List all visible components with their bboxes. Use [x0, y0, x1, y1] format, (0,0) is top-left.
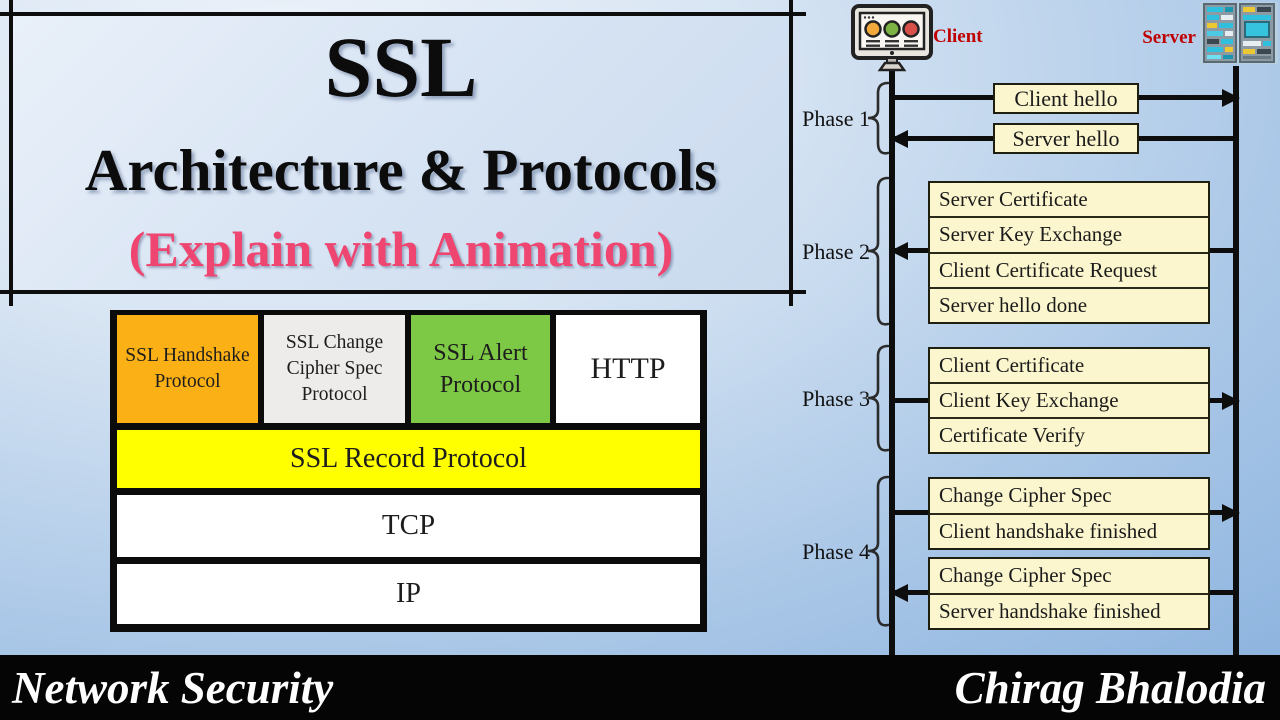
- message-text: Server hello done: [930, 286, 1208, 322]
- phase2-label: Phase 2: [802, 239, 870, 264]
- footer-bar: Network Security Chirag Bhalodia: [0, 655, 1280, 720]
- message-text: Change Cipher Spec: [939, 483, 1112, 508]
- message-group-phase4-server: Change Cipher Spec Server handshake fini…: [928, 557, 1210, 630]
- message-server-hello: Server hello: [993, 123, 1139, 154]
- footer-course-title: Network Security: [12, 663, 334, 713]
- title-main: SSL: [324, 19, 478, 115]
- server-label: Server: [1142, 27, 1196, 48]
- message-text: Certificate Verify: [930, 417, 1208, 452]
- phase1-bracket: [864, 81, 890, 162]
- message-group-phase3: Client Certificate Client Key Exchange C…: [928, 347, 1210, 454]
- message-text: Client Certificate: [939, 353, 1085, 377]
- message-text: Server Certificate: [939, 187, 1088, 212]
- message-text: Server handshake finished: [930, 592, 1208, 629]
- phase2-bracket: [864, 176, 890, 333]
- server-rack-icon: [1200, 2, 1278, 73]
- protocol-stack: SSL Handshake Protocol SSL Change Cipher…: [110, 310, 707, 632]
- title-accent: (Explain with Animation): [128, 221, 674, 277]
- client-computer-icon: [846, 4, 938, 79]
- client-label: Client: [933, 26, 983, 47]
- stack-box-http: HTTP: [556, 315, 700, 423]
- stack-box-ssl-handshake: SSL Handshake Protocol: [117, 315, 258, 423]
- title-frame-right: [789, 0, 793, 306]
- stack-box-tcp: TCP: [117, 495, 700, 557]
- message-text: Client handshake finished: [930, 512, 1208, 549]
- message-text: Client Key Exchange: [930, 382, 1208, 417]
- footer-author-name: Chirag Bhalodia: [954, 663, 1266, 713]
- message-group-phase2: Server Certificate Server Key Exchange C…: [928, 181, 1210, 324]
- server-lifeline: [1233, 66, 1239, 657]
- phase1-label: Phase 1: [802, 106, 870, 131]
- phase4-label: Phase 4: [802, 539, 870, 564]
- stack-box-ssl-record: SSL Record Protocol: [117, 430, 700, 488]
- message-group-phase4-client: Change Cipher Spec Client handshake fini…: [928, 477, 1210, 550]
- message-text: Server Key Exchange: [930, 216, 1208, 251]
- title-box-background: [11, 13, 791, 292]
- title-frame-top: [0, 12, 806, 16]
- phase3-bracket: [864, 344, 890, 459]
- message-text: Server hello: [1012, 125, 1120, 151]
- phase3-label: Phase 3: [802, 386, 870, 411]
- stack-box-ssl-alert: SSL Alert Protocol: [411, 315, 550, 423]
- client-lifeline: [889, 70, 895, 657]
- message-text: Client Certificate Request: [930, 251, 1208, 287]
- stack-box-ssl-change-cipher: SSL Change Cipher Spec Protocol: [264, 315, 405, 423]
- title-sub: Architecture & Protocols: [84, 137, 718, 203]
- message-client-hello: Client hello: [993, 83, 1139, 114]
- message-text: Client hello: [1014, 85, 1118, 111]
- message-text: Change Cipher Spec: [939, 563, 1112, 588]
- stack-box-ip: IP: [117, 564, 700, 624]
- title-frame-left: [9, 0, 13, 306]
- phase4-bracket: [864, 475, 890, 634]
- title-frame-bottom: [0, 290, 806, 294]
